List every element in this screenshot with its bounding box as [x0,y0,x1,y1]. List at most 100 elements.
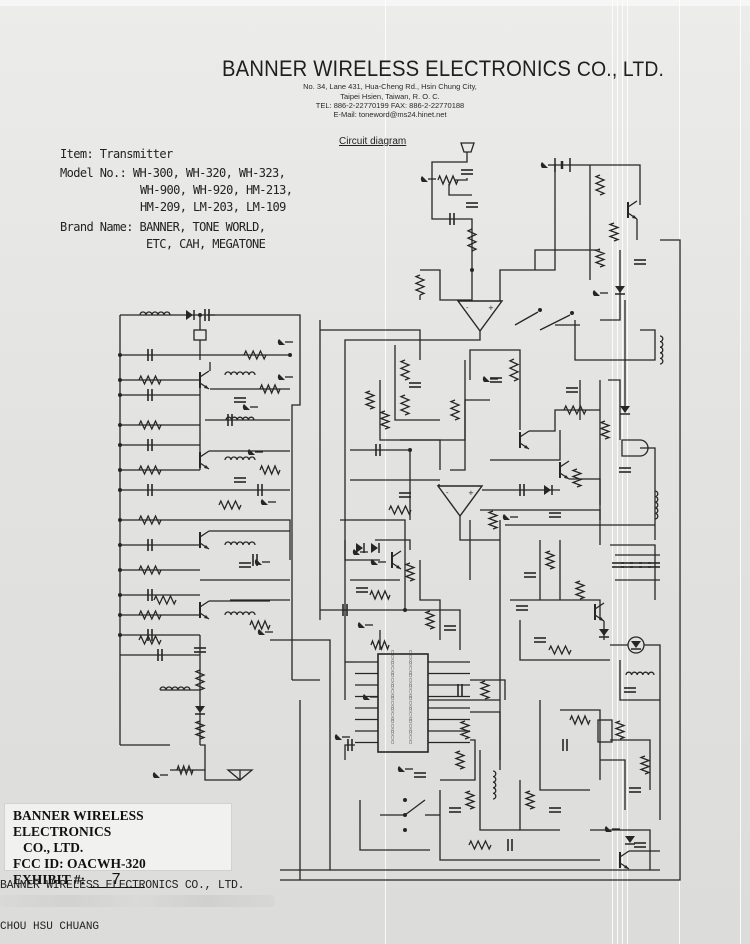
exhibit-row: EXHIBIT #: 7 [13,872,231,888]
transistor-arrow-icon [204,465,209,469]
resistor-symbol [487,510,499,530]
resistor-symbol [218,499,242,511]
page-top-edge [0,0,750,6]
wire [344,744,355,760]
resistor-symbol [138,419,162,431]
resistor-symbol [138,634,162,646]
resistor-symbol [138,464,162,476]
wire [479,750,520,831]
resistor-symbol [479,680,491,700]
junction-dot [403,798,407,802]
company-suffix: CO., LTD. [576,58,665,81]
transistor-symbol [199,530,210,538]
resistor-symbol [459,720,471,740]
op-amp-symbol [436,485,484,518]
component-label: ▭▭▭ [390,730,396,744]
ground-icon [334,734,342,740]
ground-icon [370,559,378,565]
transistor-symbol [594,602,605,610]
transistor-symbol [519,430,530,438]
resistor-symbol [594,174,606,196]
address-line-1: No. 34, Lane 431, Hua-Cheng Rd., Hsin Ch… [303,82,477,91]
wire [499,164,580,301]
wire [600,759,626,810]
ic-chip [377,653,429,753]
model-line: WH-300, WH-320, WH-323, [132,166,286,180]
component-label: ▭▭▭ [408,707,414,721]
resistor-symbol [194,720,206,740]
op-amp-minus-label: - [446,489,449,497]
company-stamp: BANNER WIRELESS ELECTRONICS CO., LTD. [0,879,245,892]
ground-icon [277,374,285,380]
wire [394,345,440,421]
fcc-id-value: OACWH-320 [67,856,146,871]
transistor-arrow-icon [564,475,569,479]
resistor-symbol [594,248,606,268]
wire [340,519,406,610]
transistor-arrow-icon [204,545,209,549]
wire [455,178,468,181]
resistor-symbol [138,374,162,386]
inductor-symbol [224,456,256,461]
resistor-symbol [437,174,459,186]
wire [431,152,473,270]
item-value: Transmitter [99,147,173,161]
wire [529,409,600,432]
junction-dot [118,518,122,522]
resistor-symbol [259,383,281,395]
company-header: BANNER WIRELESS ELECTRONICS CO., LTD. [222,56,664,82]
wire [610,544,656,600]
wire [600,250,621,321]
component-label: ▭▭▭ [408,661,414,675]
wire [644,644,661,820]
phone-fax: TEL: 886-2-22770199 FAX: 886-2-22770188 [315,101,465,110]
email: E-Mail: toneword@ms24.hinet.net [333,110,447,119]
inductor-symbol [159,686,191,691]
inductor-symbol [224,541,256,546]
wire [569,478,601,520]
resistor-symbol [404,562,416,582]
resistor-symbol [508,358,520,382]
transistor-symbol [199,370,210,378]
junction-dot [118,443,122,447]
junction-dot [118,488,122,492]
resistor-symbol [454,750,466,770]
ground-icon [592,290,600,296]
scan-streak [740,0,741,944]
wire [404,799,426,816]
resistor-symbol [399,394,411,416]
wire [207,314,301,680]
ground-icon [502,514,510,520]
op-amp-plus-label: + [488,304,494,312]
wire [470,679,506,700]
crystal-symbol [193,329,207,341]
wire [419,560,441,640]
transistor-symbol [559,460,570,468]
resistor-symbol [414,274,426,296]
brand-line: ETC, CAH, MEGATONE [146,237,266,251]
diode-symbol [625,836,635,843]
op-amp-minus-label: - [466,304,469,312]
resistor-symbol [243,349,267,361]
diode-symbol [620,406,630,413]
ic-sensor-symbol [621,439,649,457]
wire [344,540,380,561]
ground-icon [362,694,370,700]
wire [510,599,601,620]
junction-dot [118,613,122,617]
model-line: WH-900, WH-920, HM-213, [140,183,293,197]
ground-icon [397,766,405,772]
resistor-symbol [608,222,620,242]
exhibit-label-sticker: BANNER WIRELESS ELECTRONICS CO., LTD. FC… [4,803,232,888]
wire [640,447,656,540]
diode-symbol [186,310,193,320]
resistor-symbol [138,564,162,576]
diode-symbol [599,629,609,636]
model-label: Model No.: [60,166,127,180]
resistor-symbol [571,468,583,488]
exhibit-company-line2: CO., LTD. [23,840,84,855]
diode-symbol [356,543,363,553]
exhibit-company-line1: BANNER WIRELESS ELECTRONICS [13,808,144,839]
junction-dot [538,308,542,312]
component-label: ▭▭▭ [408,696,414,710]
